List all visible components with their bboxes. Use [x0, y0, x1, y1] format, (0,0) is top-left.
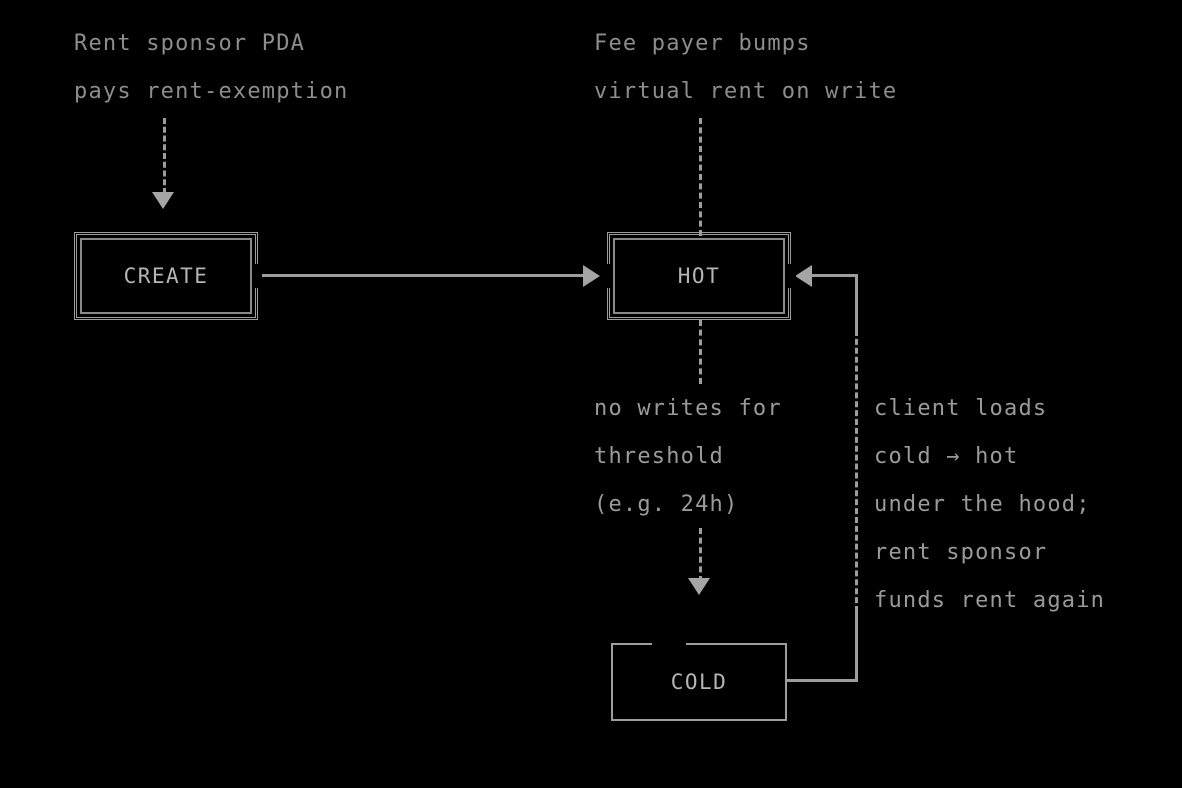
edge-cold-to-hot-bottom-segment — [787, 679, 857, 682]
edge-hot-to-cold-line-upper — [699, 320, 702, 384]
node-create-label: CREATE — [123, 264, 209, 288]
reheat-note-line4: rent sponsor — [874, 540, 1048, 565]
reheat-note-line1: client loads — [874, 396, 1048, 421]
edge-create-to-hot-arrowhead — [583, 265, 600, 287]
edge-cold-to-hot-top-segment — [812, 274, 858, 277]
create-note-line1: Rent sponsor PDA — [74, 31, 306, 56]
hot-left-border-gap — [602, 264, 612, 288]
edge-sponsor-to-create-arrowhead — [152, 192, 174, 209]
cooling-note-line2: threshold — [594, 444, 725, 469]
node-hot-label: HOT — [677, 264, 721, 288]
edge-sponsor-to-create-line — [163, 118, 166, 194]
edge-create-to-hot-line — [262, 274, 584, 277]
node-cold-label: COLD — [670, 670, 728, 694]
edge-cold-to-hot-vertical-upper — [855, 274, 858, 332]
edge-hot-to-cold-line-lower — [699, 528, 702, 582]
cold-top-border-gap — [652, 638, 686, 648]
edge-hot-to-cold-arrowhead — [688, 578, 710, 595]
hot-right-border-gap — [786, 264, 796, 288]
reheat-note-line3: under the hood; — [874, 492, 1091, 517]
create-note-line2: pays rent-exemption — [74, 79, 349, 104]
node-create[interactable]: CREATE — [74, 232, 258, 320]
hot-note-line1: Fee payer bumps — [594, 31, 811, 56]
hot-note-line2: virtual rent on write — [594, 79, 898, 104]
cooling-note-line1: no writes for — [594, 396, 782, 421]
edge-cold-to-hot-vertical-dashed — [855, 330, 858, 612]
node-hot[interactable]: HOT — [607, 232, 791, 320]
reheat-note-line5: funds rent again — [874, 588, 1106, 613]
node-cold[interactable]: COLD — [611, 643, 787, 721]
edge-cold-to-hot-vertical-lower — [855, 610, 858, 682]
reheat-note-line2: cold → hot — [874, 444, 1019, 469]
edge-cold-to-hot-arrowhead — [795, 265, 812, 287]
create-right-border-gap — [252, 264, 262, 288]
cooling-note-line3: (e.g. 24h) — [594, 492, 739, 517]
edge-feepayer-to-hot-line — [699, 118, 702, 236]
